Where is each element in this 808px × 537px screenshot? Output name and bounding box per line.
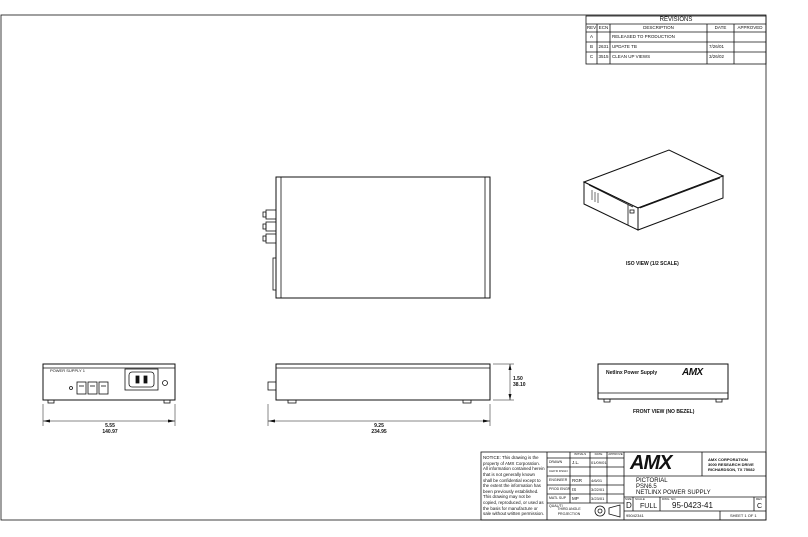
side-height-dimension-mm: 38.10 [513,382,526,388]
rev-value: C [757,503,763,510]
signoff-header-date: DATE [594,452,603,456]
signoff-date: 3/23/01 [591,496,605,501]
rear-view [42,363,176,426]
rear-width-dimension-mm: 140.97 [102,429,118,435]
iso-view-label: ISO VIEW (1/2 SCALE) [626,261,679,267]
company-name: AMX CORPORATION [708,457,748,462]
scale-label: SCALE [635,497,645,501]
iso-view [582,149,725,231]
revision-row-description: RELEASED TO PRODUCTION [612,34,675,39]
drawing-title-line2: PSN6.5 [636,484,657,490]
signoff-role: CHK'D DSGN [549,469,568,473]
revision-row-date: 7/26/01 [709,44,725,49]
side-length-dimension-mm: 234.95 [371,429,387,435]
description-header: DESCRIPTION [643,25,674,30]
rear-panel-label: POWER SUPPLY 1 [50,368,85,373]
signoff-role: ENGINEER [549,478,568,482]
dwg-no-value: 95-0423-41 [672,501,713,510]
company-address-line1: 3000 RESEARCH DRIVE [708,462,754,467]
signoff-role: QUAL/TI [549,504,563,508]
size-value: D [626,501,632,510]
revisions-title: REVISIONS [659,17,693,23]
rev-label: REV [756,497,763,501]
notice-text: NOTICE: This drawing is the property of … [483,455,545,517]
ecn-header: ECN [598,25,609,30]
title-block-lines [480,451,767,521]
side-height-dimension-in: 1.50 [513,376,523,382]
signoff-role: PROD ENGR [549,487,571,491]
sheet-border [0,14,767,521]
drawing-title-line1: PICTORIAL [636,478,668,484]
signoff-date: 4/6/01 [591,478,603,483]
revision-row-ecn: 2631 [598,44,609,49]
revision-row-description: CLEAN UP VIEWS [612,54,651,59]
front-view-label: FRONT VIEW (NO BEZEL) [633,409,695,415]
company-logo: AMX [630,452,672,474]
rev-header: REV [586,25,597,30]
signoff-initials: J.L. [572,460,580,465]
sheet-number: SHEET 1 OF 1 [730,513,757,518]
side-view [267,363,514,426]
approved-header: APPROVED [737,25,763,30]
revision-row-ecn: 3515 [598,54,609,59]
side-length-dimension-in: 9.25 [374,423,384,429]
front-panel-logo: AMX [682,367,703,378]
signoff-header-initials: INITIALS [573,452,587,456]
signoff-initials: RGR [572,478,582,483]
projection-label: THIRD ANGLE PROJECTION [557,507,581,516]
scale-value: FULL [640,503,658,510]
signoff-role: MATL SUP [549,496,567,500]
file-number: 95042341 [626,513,644,518]
size-label: SIZE [625,497,632,501]
signoff-role: DRAWN [549,460,563,464]
company-address-line2: RICHARDSON, TX 75082 [708,467,755,472]
signoff-header-approve: APPROVE [608,452,623,456]
signoff-date: 01/09/01 [591,460,607,465]
revision-row-rev: B [589,44,593,49]
date-header: DATE [714,25,727,30]
revision-row-description: UPDATE TB [612,44,637,49]
revision-row-date: 3/26/02 [709,54,725,59]
revision-row-rev: C [589,54,594,59]
dwg-no-label: DWG. NO. [662,497,677,501]
top-view [262,176,491,299]
front-view [597,363,729,403]
rear-width-dimension-in: 5.55 [105,423,115,429]
signoff-initials: MP [572,496,579,501]
drawing-title-line3: NETLINX POWER SUPPLY [636,490,711,496]
signoff-date: 3/22/01 [591,487,605,492]
revision-table-lines [585,15,767,65]
signoff-initials: IS [572,487,577,492]
front-panel-label: Netlinx Power Supply [606,370,658,376]
revision-row-rev: A [589,34,593,39]
